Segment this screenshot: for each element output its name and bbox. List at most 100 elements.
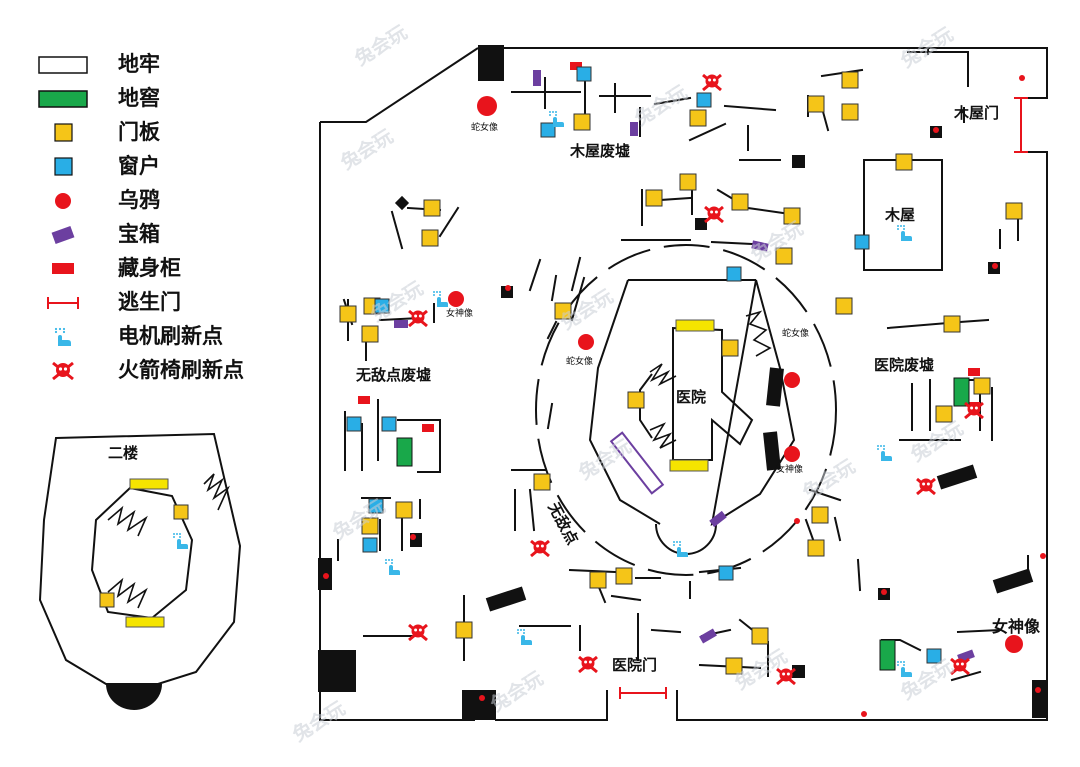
svg-text:蛇女像: 蛇女像 (471, 121, 498, 133)
label-goddess: 女神像 (992, 617, 1041, 636)
pallet-icon (361, 325, 379, 343)
outer-boundary (319, 47, 1048, 721)
svg-text:兔会玩: 兔会玩 (350, 21, 411, 71)
dungeon-icon (38, 56, 88, 74)
pallet-icon (895, 153, 913, 171)
hospital-pads (669, 319, 715, 472)
legend-label: 乌鸦 (118, 188, 160, 212)
tunnel-outline (609, 431, 665, 495)
pallet-icon (973, 377, 991, 395)
generator-icon (54, 327, 71, 346)
pallet-icon (455, 621, 473, 639)
label-wood-house: 木屋 (884, 206, 915, 224)
skull-crossbones-icon (701, 73, 723, 92)
legend-item-window: 窗户 (30, 150, 290, 184)
svg-text:女神像: 女神像 (446, 307, 473, 319)
skull-crossbones-icon (407, 623, 429, 642)
pallet-icon (835, 297, 853, 315)
window-icon (346, 416, 362, 432)
svg-text:兔会玩: 兔会玩 (906, 417, 967, 467)
exit-gates (619, 97, 1028, 699)
legend-label: 门板 (118, 120, 160, 144)
svg-text:兔会玩: 兔会玩 (486, 667, 547, 717)
statue-labels: 蛇女像 女神像 蛇女像 蛇女像 女神像 (446, 121, 809, 475)
window-icon (718, 565, 734, 581)
exit-gate-icon (47, 297, 79, 309)
skull-crossbones-icon (407, 309, 429, 328)
legend-label: 逃生门 (118, 290, 181, 314)
pallet-icon (807, 95, 825, 113)
pallet-icon (841, 103, 859, 121)
small-red-markers (323, 75, 1046, 717)
legend-item-chest: 宝箱 (30, 218, 290, 252)
pallet-icon (54, 123, 73, 142)
pallet-icon (423, 199, 441, 217)
legend-item-cellar: 地窖 (30, 82, 290, 116)
generator-icon (673, 541, 688, 557)
window-icon (381, 416, 397, 432)
pallet-icon (935, 405, 953, 423)
legend-label: 窗户 (118, 154, 160, 178)
legend-label: 地牢 (118, 52, 160, 76)
skull-crossbones-icon (915, 477, 937, 496)
window-icon (576, 66, 592, 82)
pallet-icon (645, 189, 663, 207)
svg-text:女神像: 女神像 (776, 463, 803, 475)
dark-blocks (318, 45, 1048, 720)
legend-label: 火箭椅刷新点 (118, 358, 244, 382)
label-hospital-ruins: 医院废墟 (874, 356, 934, 374)
pallet-icon (1005, 202, 1023, 220)
pallet-icon (615, 567, 633, 585)
pallet-icon (943, 315, 961, 333)
skull-crossbones-icon (577, 655, 599, 674)
svg-text:兔会玩: 兔会玩 (798, 455, 859, 505)
generator-icon (433, 291, 448, 307)
legend-label: 电机刷新点 (118, 324, 223, 348)
svg-text:蛇女像: 蛇女像 (566, 355, 593, 367)
generator-icon (173, 533, 188, 549)
svg-text:兔会玩: 兔会玩 (630, 81, 691, 131)
rubble-scribbles (107, 310, 772, 609)
window-icon (362, 537, 378, 553)
window-icon (726, 266, 742, 282)
cellar-icon (38, 90, 88, 108)
svg-text:兔会玩: 兔会玩 (896, 23, 957, 73)
pallet-icon (339, 305, 357, 323)
legend: 地牢 地窖 门板 窗户 乌鸦 宝箱 藏身柜 逃生门 (30, 48, 290, 388)
generator-icon (385, 559, 400, 575)
window-icon (696, 92, 712, 108)
legend-item-locker: 藏身柜 (30, 252, 290, 286)
svg-text:兔会玩: 兔会玩 (288, 697, 349, 747)
svg-text:兔会玩: 兔会玩 (730, 645, 791, 695)
label-hospital-gate: 医院门 (612, 656, 657, 674)
svg-text:蛇女像: 蛇女像 (782, 327, 809, 339)
crow-icon (55, 193, 71, 209)
pallet-icon (811, 506, 829, 524)
pallet-icon (751, 627, 769, 645)
window-icon (54, 157, 73, 176)
pallet-icon (533, 473, 551, 491)
generator-icon (897, 661, 912, 677)
svg-text:兔会玩: 兔会玩 (336, 125, 397, 175)
svg-text:兔会玩: 兔会玩 (556, 285, 617, 335)
second-floor-inset: 二楼 (38, 432, 242, 710)
pallet-icon (421, 229, 439, 247)
pallet-icon (841, 71, 859, 89)
window-icon (854, 234, 870, 250)
generator-icon (897, 225, 912, 241)
window-icon (540, 122, 556, 138)
label-second-floor: 二楼 (108, 444, 138, 462)
pallet-icon (589, 571, 607, 589)
label-hospital: 医院 (676, 388, 706, 406)
skull-crossbones-icon (52, 361, 74, 381)
legend-label: 地窖 (118, 86, 160, 110)
pallet-icon (731, 193, 749, 211)
legend-item-rocket-chair: 火箭椅刷新点 (30, 354, 290, 388)
generator-icon (517, 629, 532, 645)
crows (448, 96, 1023, 653)
label-wood-door: 木屋门 (953, 104, 999, 122)
pallet-icon (721, 339, 739, 357)
pallet-icon (807, 539, 825, 557)
